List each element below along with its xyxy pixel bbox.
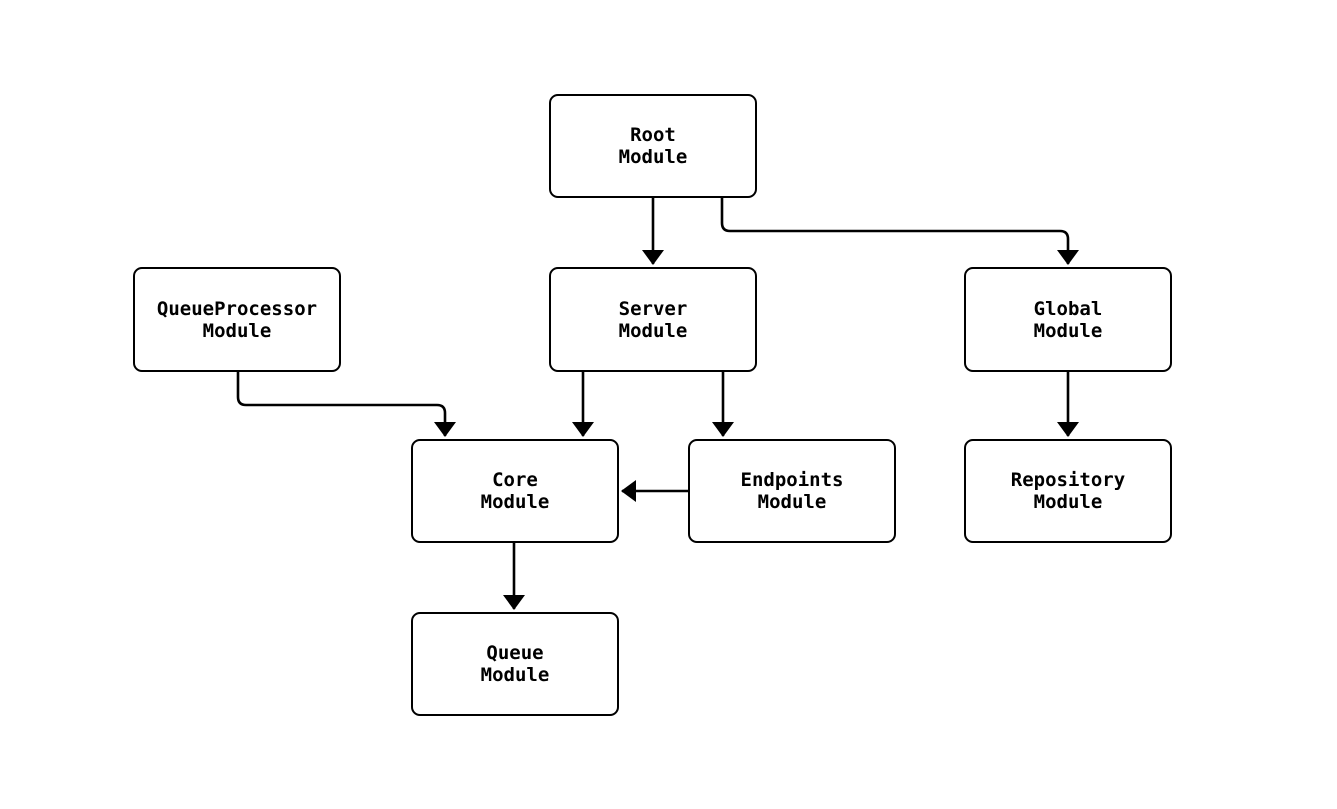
node-label: Queue Module: [480, 642, 550, 686]
node-queue-module: Queue Module: [411, 612, 619, 716]
node-endpoints-module: Endpoints Module: [688, 439, 896, 543]
edge-root-to-global: [720, 198, 1079, 265]
node-root-module: Root Module: [549, 94, 757, 198]
node-queueprocessor-module: QueueProcessor Module: [133, 267, 341, 372]
node-label: Core Module: [480, 469, 550, 513]
node-label: QueueProcessor Module: [156, 297, 318, 342]
node-repository-module: Repository Module: [964, 439, 1172, 543]
node-core-module: Core Module: [411, 439, 619, 543]
edge-queueprocessor-to-core: [236, 372, 456, 437]
edges-group: [236, 198, 1079, 610]
node-label: Endpoints Module: [740, 469, 844, 513]
node-global-module: Global Module: [964, 267, 1172, 372]
node-label: Global Module: [1033, 297, 1103, 342]
node-server-module: Server Module: [549, 267, 757, 372]
node-label: Server Module: [618, 297, 688, 342]
node-label: Root Module: [618, 124, 688, 168]
node-label: Repository Module: [1010, 469, 1126, 513]
